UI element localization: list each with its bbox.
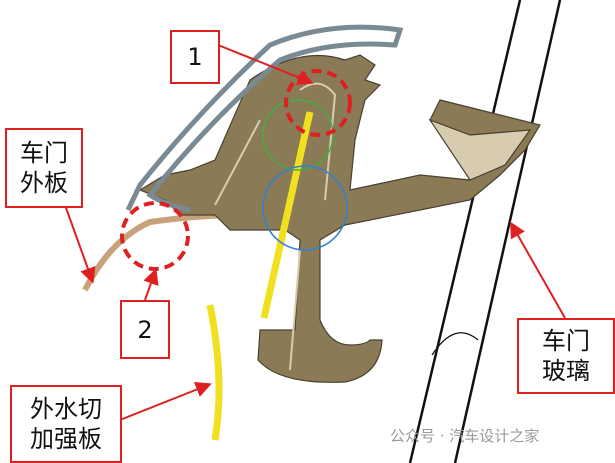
label-beltline-reinforcement: 外水切 加强板	[10, 385, 122, 463]
green-circle	[262, 99, 334, 171]
callout-arrows	[64, 44, 566, 421]
label-outer-panel-line1: 车门	[20, 139, 68, 167]
beltline-seal	[138, 54, 541, 383]
callout-circle-1	[284, 69, 352, 137]
label-glass-line1: 车门	[542, 327, 590, 355]
callout-label-1: 1	[170, 30, 220, 84]
label-outer-panel: 车门 外板	[5, 128, 83, 208]
watermark: 公众号 · 汽车设计之家	[390, 427, 540, 445]
label-door-glass: 车门 玻璃	[517, 318, 615, 394]
callout-label-2: 2	[120, 300, 170, 359]
blue-circle	[262, 165, 348, 251]
yellow-reinforcement-upper	[260, 111, 314, 319]
seal-slots	[214, 82, 337, 371]
label-outer-panel-line2: 外板	[20, 169, 68, 197]
label-glass-line2: 玻璃	[542, 357, 590, 385]
door-glass	[408, 0, 562, 463]
yellow-reinforcement-lower	[206, 304, 223, 441]
label-reinforcement-line2: 加强板	[30, 425, 102, 453]
outer-trim	[125, 24, 404, 213]
label-reinforcement-line1: 外水切	[30, 395, 102, 423]
